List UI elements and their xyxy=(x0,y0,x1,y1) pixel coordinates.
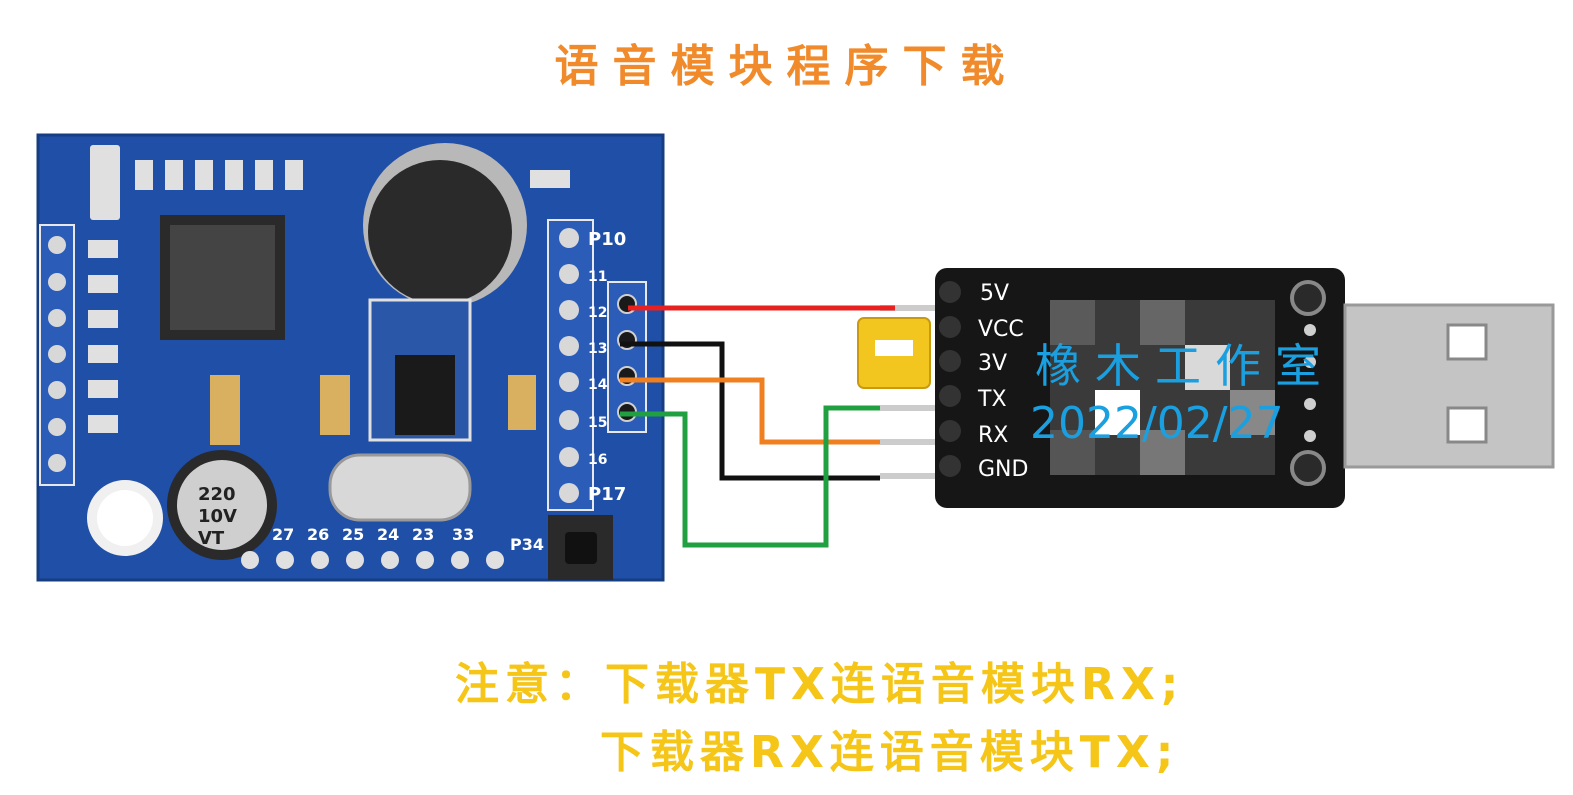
wire-module-tx xyxy=(620,377,880,445)
pin-label-16: 16 xyxy=(588,452,607,468)
microphone xyxy=(363,143,527,307)
pin-label-12: 12 xyxy=(588,305,607,321)
voice-module-board: 220 10V VT P10 11 12 13 14 15 16 P17 xyxy=(36,133,665,582)
wire-gnd xyxy=(620,341,880,481)
bottom-pin-23: 23 xyxy=(412,525,434,544)
page-title: 语音模块程序下载 xyxy=(554,41,1019,92)
pin-label-15: 15 xyxy=(588,415,607,431)
bottom-pin-24: 24 xyxy=(377,525,399,544)
note-line-1: 注意：下载器TX连语音模块RX; xyxy=(455,659,1185,710)
note-line-2: 下载器RX连语音模块TX; xyxy=(600,727,1180,778)
watermark-date: 2022/02/27 xyxy=(1030,398,1284,449)
pin-label-p17: P17 xyxy=(588,484,626,505)
capacitor-line-2: 10V xyxy=(198,506,237,527)
bottom-pin-p34: P34 xyxy=(510,535,544,554)
capacitor-line-1: 220 xyxy=(198,484,236,505)
usb-pin-vcc: VCC xyxy=(978,317,1024,342)
usb-pin-3v: 3V xyxy=(978,351,1007,376)
wire-module-rx xyxy=(620,405,880,548)
wires xyxy=(620,305,895,548)
pixelated-chip xyxy=(1050,300,1275,475)
bottom-pin-26: 26 xyxy=(307,525,329,544)
pin-label-13: 13 xyxy=(588,341,607,357)
bottom-pin-33: 33 xyxy=(452,525,474,544)
pin-label-p10: P10 xyxy=(588,229,626,250)
pin-label-11: 11 xyxy=(588,269,607,285)
bottom-pin-25: 25 xyxy=(342,525,364,544)
usb-pin-5v: 5V xyxy=(980,281,1009,306)
usb-pin-gnd: GND xyxy=(978,457,1028,482)
usb-ttl-adapter: 5V VCC 3V TX RX GND xyxy=(857,268,1555,508)
electrolytic-capacitor: 220 10V VT xyxy=(167,450,277,560)
pin-label-14: 14 xyxy=(588,377,608,393)
mcu-chip xyxy=(160,215,285,340)
bottom-pin-27: 27 xyxy=(272,525,294,544)
usb-pin-rx: RX xyxy=(978,423,1008,448)
usb-pin-tx: TX xyxy=(977,387,1007,412)
watermark-studio: 橡木工作室 xyxy=(1035,339,1335,393)
capacitor-line-3: VT xyxy=(198,528,225,549)
